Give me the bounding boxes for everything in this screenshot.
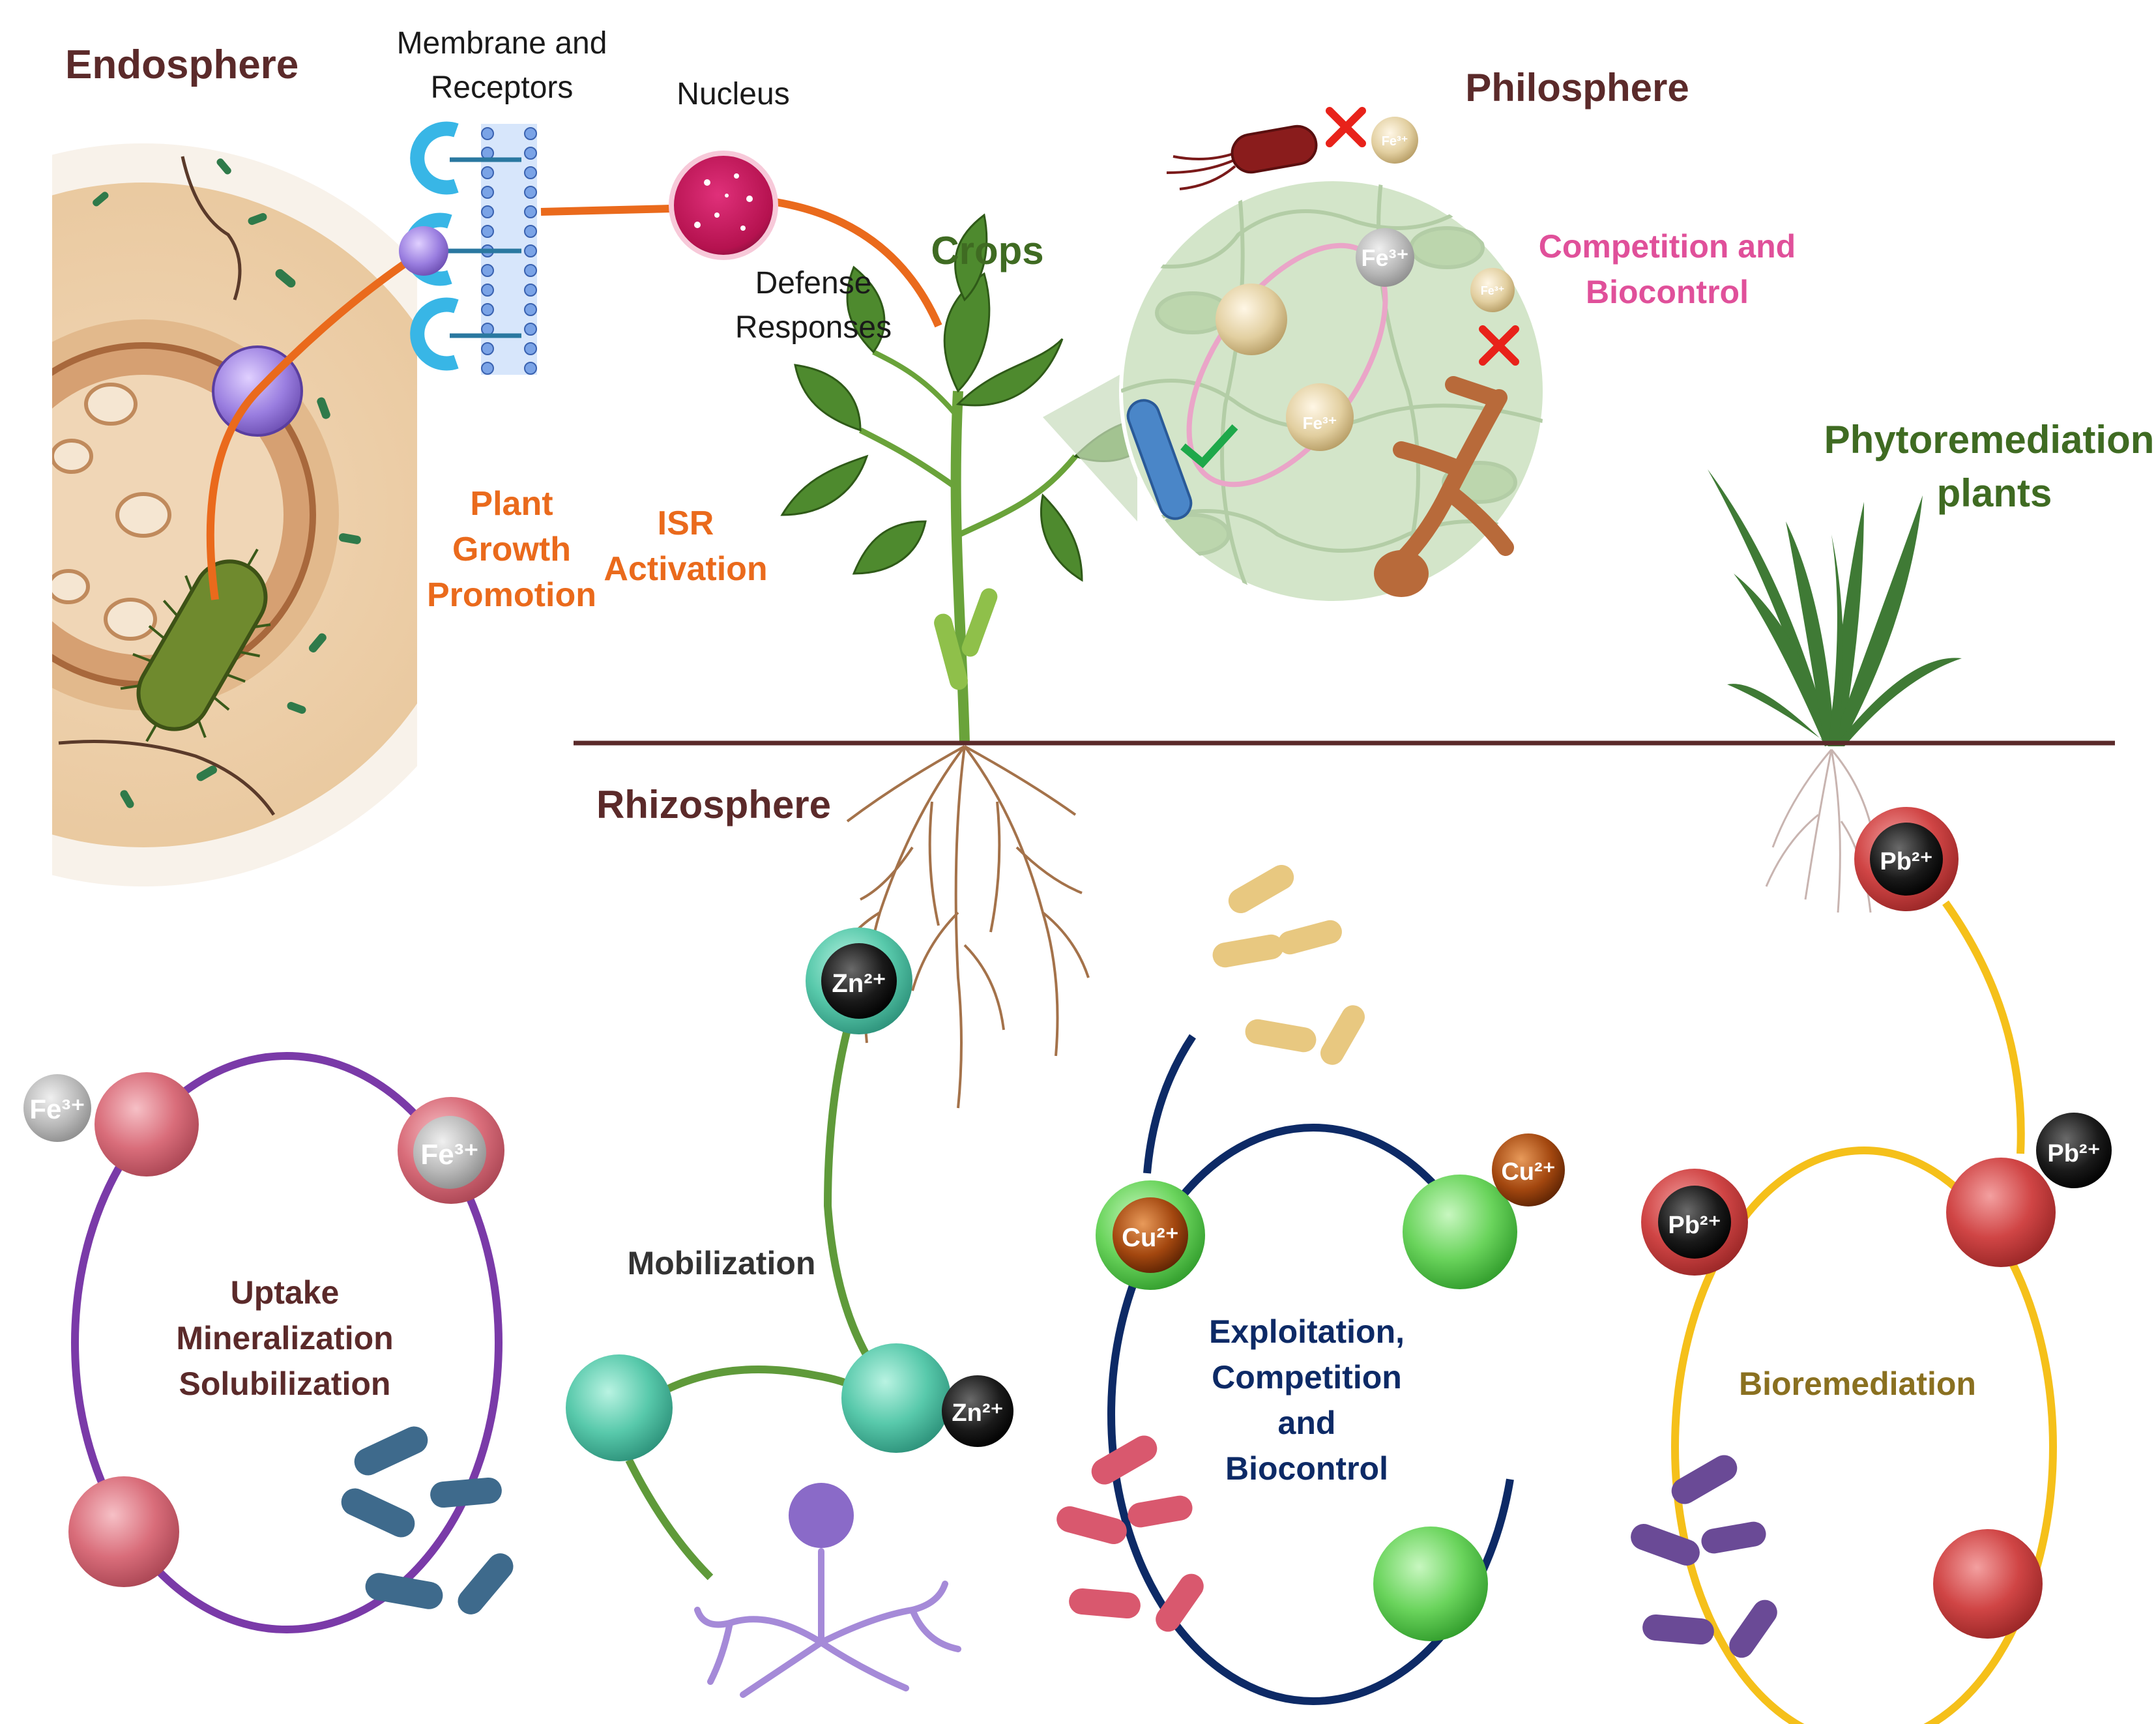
microbe-cell-icon <box>1946 1158 2056 1267</box>
bacteria-group-icon <box>1056 1435 1204 1632</box>
bacteria-group-icon <box>1212 865 1365 1065</box>
zinc-ion-icon <box>821 943 897 1019</box>
crop-roots-icon <box>833 745 1090 1109</box>
signal-pathway-line <box>540 205 672 216</box>
ion-label-fe: Fe³⁺ <box>1382 134 1408 149</box>
beneficial-bacterium-icon <box>1126 399 1193 520</box>
lead-ion-icon <box>2036 1113 2112 1188</box>
exploitation-label: Competition <box>1212 1359 1402 1395</box>
mobilization-label: Mobilization <box>628 1245 816 1281</box>
phytoremediation-title: plants <box>1937 471 2052 515</box>
crops-title: Crops <box>931 229 1043 272</box>
microbe-cell-icon <box>95 1072 199 1176</box>
microbe-cell-icon <box>1933 1529 2043 1639</box>
signal-pathway-line <box>775 198 942 328</box>
ion-label-pb: Pb²⁺ <box>1668 1212 1721 1239</box>
siderophore-icon <box>1470 268 1515 312</box>
check-icon <box>1180 424 1238 469</box>
phytoremediation-title: Phytoremediation <box>1824 418 2155 461</box>
nucleus-icon <box>669 151 778 260</box>
rhizosphere-title: Rhizosphere <box>596 783 831 826</box>
competition-label: Biocontrol <box>1586 274 1749 310</box>
microbe-cell-icon <box>566 1354 673 1461</box>
signal-pathway-line <box>206 247 426 600</box>
bioremediation-label: Bioremediation <box>1739 1366 1976 1402</box>
mycorrhizal-fungus-icon <box>694 1548 961 1698</box>
siderophore-icon <box>1371 117 1418 164</box>
mobilization-cycle: Zn²⁺ Zn²⁺ <box>566 928 1013 1698</box>
uptake-label: Mineralization <box>176 1320 393 1356</box>
endophyte-bacterium-icon <box>120 548 271 742</box>
fungal-spore-icon <box>789 1483 854 1548</box>
ion-label-pb: Pb²⁺ <box>2047 1140 2100 1167</box>
pathogen-bacterium-icon <box>1166 124 1318 190</box>
copper-ion-icon <box>1492 1133 1565 1206</box>
endosphere-title: Endosphere <box>65 42 299 87</box>
nucleus-label: Nucleus <box>677 77 789 111</box>
lead-ion-icon <box>1870 823 1943 896</box>
bioremediation-cycle: Pb²⁺ Pb²⁺ Pb²⁺ <box>1631 807 2112 1724</box>
philosphere-title: Philosphere <box>1465 66 1689 110</box>
bacteria-group-icon <box>1631 1455 1777 1658</box>
uptake-label: Uptake <box>231 1274 340 1311</box>
exploitation-label: Biocontrol <box>1225 1450 1388 1487</box>
ion-label-fe: Fe³⁺ <box>1481 284 1505 297</box>
microbe-cell-icon <box>1373 1527 1488 1641</box>
phyto-roots-icon <box>1765 749 1878 913</box>
defense-label: Responses <box>735 310 892 345</box>
defense-label: Defense <box>755 266 872 300</box>
fungal-spore-icon <box>1374 550 1429 597</box>
crop-plant-icon <box>780 213 1169 744</box>
siderophore-icon <box>1286 383 1354 451</box>
microbe-cell-icon <box>68 1476 179 1587</box>
cross-icon <box>1326 107 1366 147</box>
iron-ion-icon <box>413 1116 486 1189</box>
ion-label-cu: Cu²⁺ <box>1122 1223 1179 1252</box>
ion-label-fe: Fe³⁺ <box>29 1094 85 1124</box>
ion-label-cu: Cu²⁺ <box>1501 1158 1555 1186</box>
membrane-label: Membrane and <box>397 26 607 61</box>
exploitation-label: Exploitation, <box>1209 1313 1405 1350</box>
membrane-receptors-icon <box>399 121 537 375</box>
ion-label-zn: Zn²⁺ <box>832 969 886 998</box>
isr-label: Activation <box>604 550 767 588</box>
ion-label-zn: Zn²⁺ <box>952 1399 1003 1427</box>
fungal-hypha-icon <box>1393 376 1514 569</box>
cross-icon <box>1479 325 1519 366</box>
siderophore-icon <box>1216 284 1287 355</box>
isr-label: ISR <box>658 504 714 542</box>
ion-label-pb: Pb²⁺ <box>1880 848 1932 875</box>
pgp-label: Promotion <box>427 576 596 614</box>
competition-label: Competition and <box>1539 228 1796 265</box>
zinc-ion-icon <box>942 1375 1013 1447</box>
iron-ion-icon <box>23 1074 91 1142</box>
membrane-label: Receptors <box>431 70 574 105</box>
phytoremediation-plant-icon <box>1708 469 1962 746</box>
exploitation-cycle: Cu²⁺ Cu²⁺ <box>1056 865 1565 1705</box>
leaf-surface-magnified: Fe³⁺ Fe³⁺ Fe³⁺ Fe³⁺ <box>1119 107 1547 605</box>
uptake-label: Solubilization <box>179 1366 391 1402</box>
exploitation-label: and <box>1278 1405 1336 1441</box>
ion-label-fe: Fe³⁺ <box>1303 413 1337 433</box>
lead-ion-icon <box>1658 1186 1731 1259</box>
microbe-cell-icon <box>841 1343 951 1453</box>
ion-label-fe: Fe³⁺ <box>420 1139 478 1171</box>
pgp-label: Plant <box>470 485 553 523</box>
magnifier-beam <box>1043 365 1137 521</box>
pgp-label: Growth <box>452 531 571 568</box>
ion-label-fe: Fe³⁺ <box>1361 244 1408 271</box>
bacteria-group-icon <box>341 1426 514 1614</box>
microbe-cell-icon <box>1403 1175 1517 1289</box>
iron-ion-icon <box>1356 228 1414 287</box>
copper-ion-icon <box>1113 1197 1188 1273</box>
uptake-cycle: Fe³⁺ Fe³⁺ <box>23 1052 514 1633</box>
